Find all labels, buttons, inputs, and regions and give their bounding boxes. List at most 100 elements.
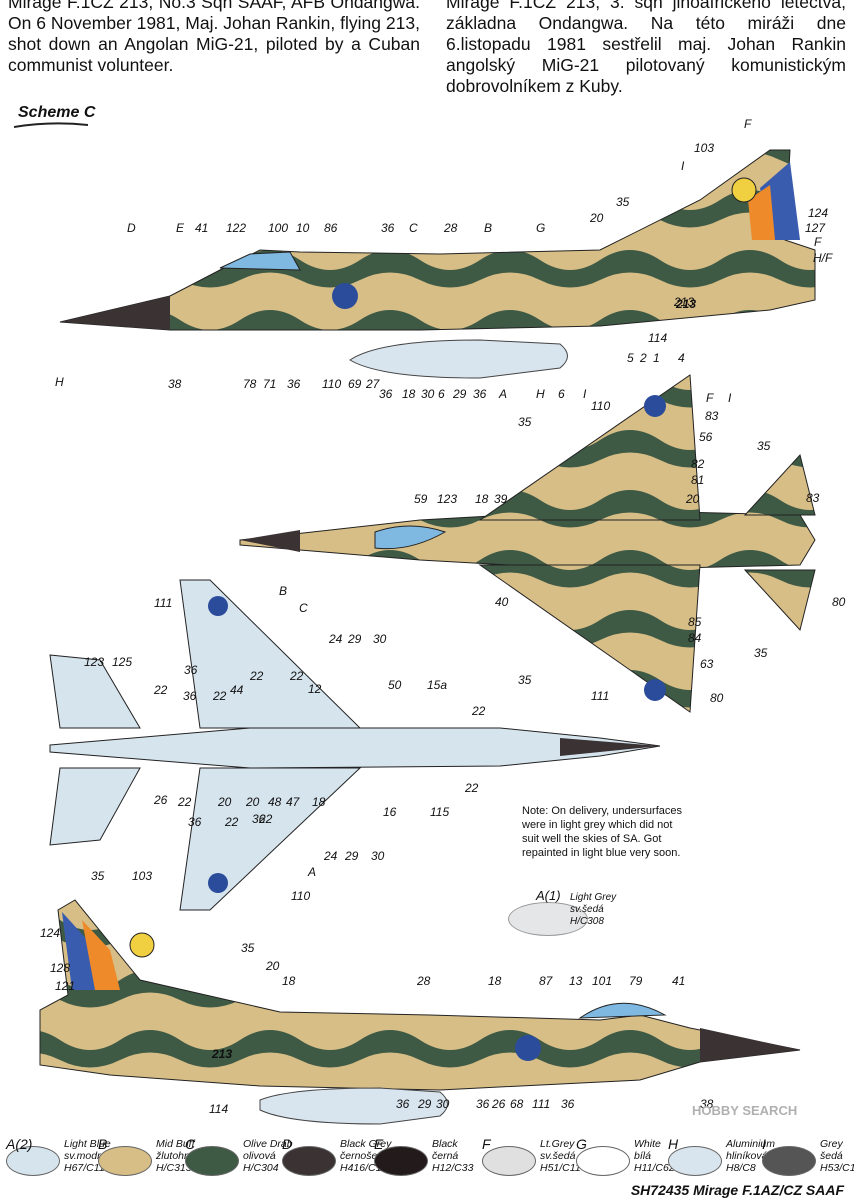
legend-cz: hliníková: [726, 1150, 768, 1162]
scheme-label: Scheme C: [14, 104, 95, 128]
legend-swatch: [374, 1146, 428, 1176]
callout-top_callouts-24: 35: [518, 673, 532, 687]
bottom-tail-lower: [49, 767, 141, 846]
callout-side1_callouts-21: 213: [673, 295, 694, 309]
callout-side1_callouts-16: 20: [589, 211, 604, 225]
canopy-side1: [219, 251, 301, 271]
callout-top_callouts-2: 1: [653, 351, 660, 365]
callout-side2_callouts-10: 79: [629, 974, 643, 988]
callout-side1_callouts-20: H/F: [813, 251, 833, 265]
bottom-fuselage: [49, 727, 661, 769]
callout-bottom_callouts-19: 26: [153, 793, 168, 807]
callout-bottom_callouts-24: 48: [268, 795, 282, 809]
callout-top_callouts-12: 81: [691, 473, 704, 487]
legend-ref: H8/C8: [726, 1162, 756, 1174]
legend-name: Grey: [820, 1138, 843, 1150]
a1-cz: sv.šedá: [570, 904, 604, 915]
callout-side1_callouts-7: 36: [381, 221, 395, 235]
legend-swatch: [6, 1146, 60, 1176]
callout-top_callouts-16: 39: [494, 492, 508, 506]
callout-bottom_callouts-31: 22: [224, 815, 239, 829]
legend-ref: H/C313: [156, 1162, 192, 1174]
top-tail-upper: [743, 453, 816, 516]
callout-bottom_callouts-36: A: [307, 865, 316, 879]
callout-bottom_callouts-35: 30: [371, 849, 385, 863]
callout-side1_callouts-33: 6: [438, 387, 445, 401]
swatch-a1: [508, 902, 588, 936]
callout-bottom_callouts-8: 22: [249, 669, 264, 683]
callout-side1_callouts-0: D: [127, 221, 136, 235]
callout-side2_callouts-16: 114: [209, 1102, 228, 1116]
callout-side2_callouts-13: 128: [50, 961, 70, 975]
legend-cz: olivová: [243, 1150, 276, 1162]
legend-code: E: [374, 1136, 384, 1152]
fuselage-side2: [39, 899, 801, 1091]
intro-czech: Mirage F.1CZ 213, 3. sqn jihoafrického l…: [446, 0, 846, 96]
callout-side1_callouts-24: 78: [243, 377, 257, 391]
callout-side1_callouts-5: 10: [296, 221, 310, 235]
callout-side1_callouts-6: 86: [324, 221, 338, 235]
callout-bottom_callouts-28: 115: [430, 805, 449, 819]
callout-side2_callouts-23: 111: [532, 1097, 550, 1111]
legend-swatch: [482, 1146, 536, 1176]
callout-top_callouts-11: 82: [691, 457, 705, 471]
watermark: HOBBY SEARCH: [692, 1103, 798, 1118]
callout-bottom_callouts-14: 50: [388, 678, 402, 692]
callout-bottom_callouts-0: 111: [154, 596, 172, 610]
callout-side1_callouts-38: 6: [558, 387, 565, 401]
legend-swatch: [762, 1146, 816, 1176]
legend-name: Aluminium: [726, 1138, 776, 1150]
callout-bottom_callouts-12: 29: [347, 632, 362, 646]
canopy-side2: [578, 1002, 667, 1019]
nose-cone-side1: [60, 296, 170, 330]
callout-side1_callouts-22: 114: [648, 331, 667, 345]
callout-side1_callouts-36: A: [498, 387, 507, 401]
legend-swatch: [98, 1146, 152, 1176]
callout-top_callouts-27: 80: [832, 595, 846, 609]
callout-side2_callouts-24: 36: [561, 1097, 575, 1111]
legend-name: Black: [432, 1138, 458, 1150]
legend-ref: H12/C33: [432, 1162, 474, 1174]
callout-bottom_callouts-11: 24: [328, 632, 343, 646]
callout-side2_callouts-3: 35: [241, 941, 255, 955]
side-view-left: 213: [59, 149, 816, 379]
callout-side1_callouts-19: F: [814, 235, 822, 249]
callout-bottom_callouts-6: 22: [153, 683, 168, 697]
callout-top_callouts-15: 18: [475, 492, 489, 506]
callout-side1_callouts-10: B: [484, 221, 492, 235]
callout-bottom_callouts-33: 24: [323, 849, 338, 863]
callout-bottom_callouts-17: 36: [183, 689, 197, 703]
roundel-side2-icon: [515, 1035, 541, 1061]
legend-ref: H11/C62: [634, 1162, 675, 1174]
legend-cz: černá: [432, 1150, 459, 1162]
callout-side1_callouts-12: F: [744, 117, 752, 131]
callout-side2_callouts-8: 13: [569, 974, 583, 988]
callout-side1_callouts-2: 41: [195, 221, 208, 235]
callout-top_callouts-26: 80: [710, 691, 724, 705]
callout-side2_callouts-22: 68: [510, 1097, 524, 1111]
a1-name: Light Grey: [570, 892, 617, 903]
top-nose: [240, 530, 300, 552]
callout-bottom_callouts-29: 22: [464, 781, 479, 795]
callout-side1_callouts-39: H: [55, 375, 64, 389]
callout-side1_callouts-35: 36: [473, 387, 487, 401]
legend-code: B: [98, 1136, 108, 1152]
callout-bottom_callouts-25: 47: [286, 795, 301, 809]
callout-top_callouts-1: 2: [639, 351, 647, 365]
callout-bottom_callouts-15: 15a: [427, 678, 447, 692]
legend-code: H: [668, 1136, 679, 1152]
legend-ref: H53/C13: [820, 1162, 854, 1174]
callout-top_callouts-5: F: [706, 391, 714, 405]
callout-side1_callouts-28: 69: [348, 377, 362, 391]
callout-side1_callouts-8: C: [409, 221, 418, 235]
legend-name: Black Grey: [340, 1138, 392, 1150]
legend-cz: šedá: [820, 1150, 843, 1162]
callout-bottom_callouts-21: 20: [217, 795, 232, 809]
callout-side2_callouts-19: 30: [436, 1097, 450, 1111]
